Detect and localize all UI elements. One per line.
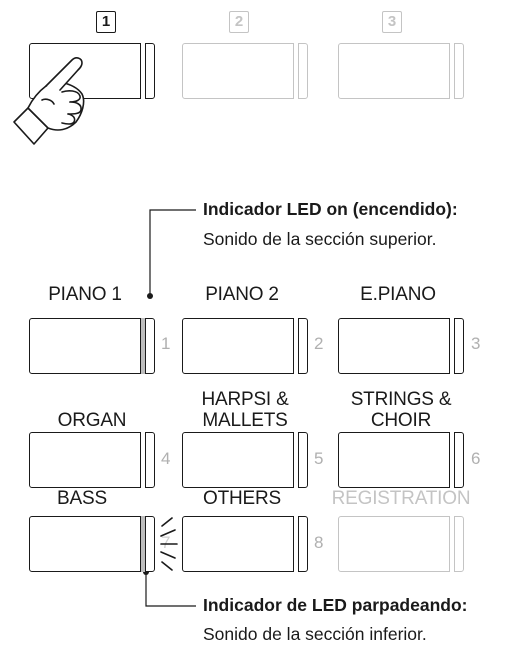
step-key-2-led bbox=[293, 43, 299, 99]
button-label-piano-2: PIANO 2 bbox=[205, 284, 279, 305]
button-number-3: 3 bbox=[471, 334, 481, 353]
step-key-2[interactable] bbox=[182, 43, 308, 99]
button-label-e-piano: E.PIANO bbox=[360, 284, 436, 305]
button-label-organ: ORGAN bbox=[29, 389, 155, 431]
callout-bottom-title: Indicador de LED parpadeando: bbox=[203, 595, 468, 615]
step-key-1-led bbox=[140, 43, 146, 99]
organ-led bbox=[140, 432, 146, 488]
button-number-6: 6 bbox=[471, 449, 481, 468]
button-number-5: 5 bbox=[314, 449, 324, 468]
callout-top-title: Indicador LED on (encendido): bbox=[203, 199, 458, 219]
button-label-registration: REGISTRATION bbox=[331, 488, 471, 509]
button-label-piano-1: PIANO 1 bbox=[48, 284, 122, 305]
registration-led bbox=[449, 516, 455, 572]
step-badge-3: 3 bbox=[382, 11, 402, 33]
button-label-strings-line-1: STRINGS & bbox=[350, 389, 452, 410]
step-badge-2: 2 bbox=[229, 11, 249, 33]
button-label-harpsi-mallets: HARPSI & MALLETS bbox=[182, 389, 308, 431]
bass-led bbox=[140, 516, 146, 572]
pointing-hand-icon bbox=[13, 57, 85, 145]
button-number-7: 7 bbox=[161, 533, 171, 552]
button-number-2: 2 bbox=[314, 334, 324, 353]
button-label-strings-line-2: CHOIR bbox=[370, 410, 432, 431]
button-number-1: 1 bbox=[161, 334, 171, 353]
bass-button[interactable] bbox=[29, 516, 155, 572]
harpsi-mallets-led bbox=[293, 432, 299, 488]
button-label-others: OTHERS bbox=[203, 488, 281, 509]
piano-2-button[interactable] bbox=[182, 318, 308, 374]
step-badge-1: 1 bbox=[96, 11, 116, 33]
button-number-8: 8 bbox=[314, 533, 324, 552]
button-label-organ-line-2: ORGAN bbox=[57, 410, 127, 431]
button-label-harpsi-line-1: HARPSI & bbox=[201, 389, 289, 410]
piano-2-led bbox=[293, 318, 299, 374]
button-label-bass: BASS bbox=[57, 488, 107, 509]
callout-bottom-description: Sonido de la sección inferior. bbox=[203, 624, 427, 644]
led-blink-rays-icon bbox=[160, 517, 178, 571]
e-piano-led bbox=[449, 318, 455, 374]
harpsi-mallets-button[interactable] bbox=[182, 432, 308, 488]
button-label-strings-choir: STRINGS & CHOIR bbox=[338, 389, 464, 431]
led-on-dot bbox=[147, 293, 153, 299]
e-piano-button[interactable] bbox=[338, 318, 464, 374]
registration-button[interactable] bbox=[338, 516, 464, 572]
piano-1-button[interactable] bbox=[29, 318, 155, 374]
step-key-3-led bbox=[449, 43, 455, 99]
piano-1-led bbox=[140, 318, 146, 374]
others-button[interactable] bbox=[182, 516, 308, 572]
organ-button[interactable] bbox=[29, 432, 155, 488]
button-label-harpsi-line-2: MALLETS bbox=[202, 410, 288, 431]
others-led bbox=[293, 516, 299, 572]
callout-top-description: Sonido de la sección superior. bbox=[203, 229, 437, 249]
button-number-4: 4 bbox=[161, 449, 171, 468]
button-label-organ-line-1 bbox=[29, 389, 155, 410]
strings-choir-led bbox=[449, 432, 455, 488]
step-key-3[interactable] bbox=[338, 43, 464, 99]
strings-choir-button[interactable] bbox=[338, 432, 464, 488]
